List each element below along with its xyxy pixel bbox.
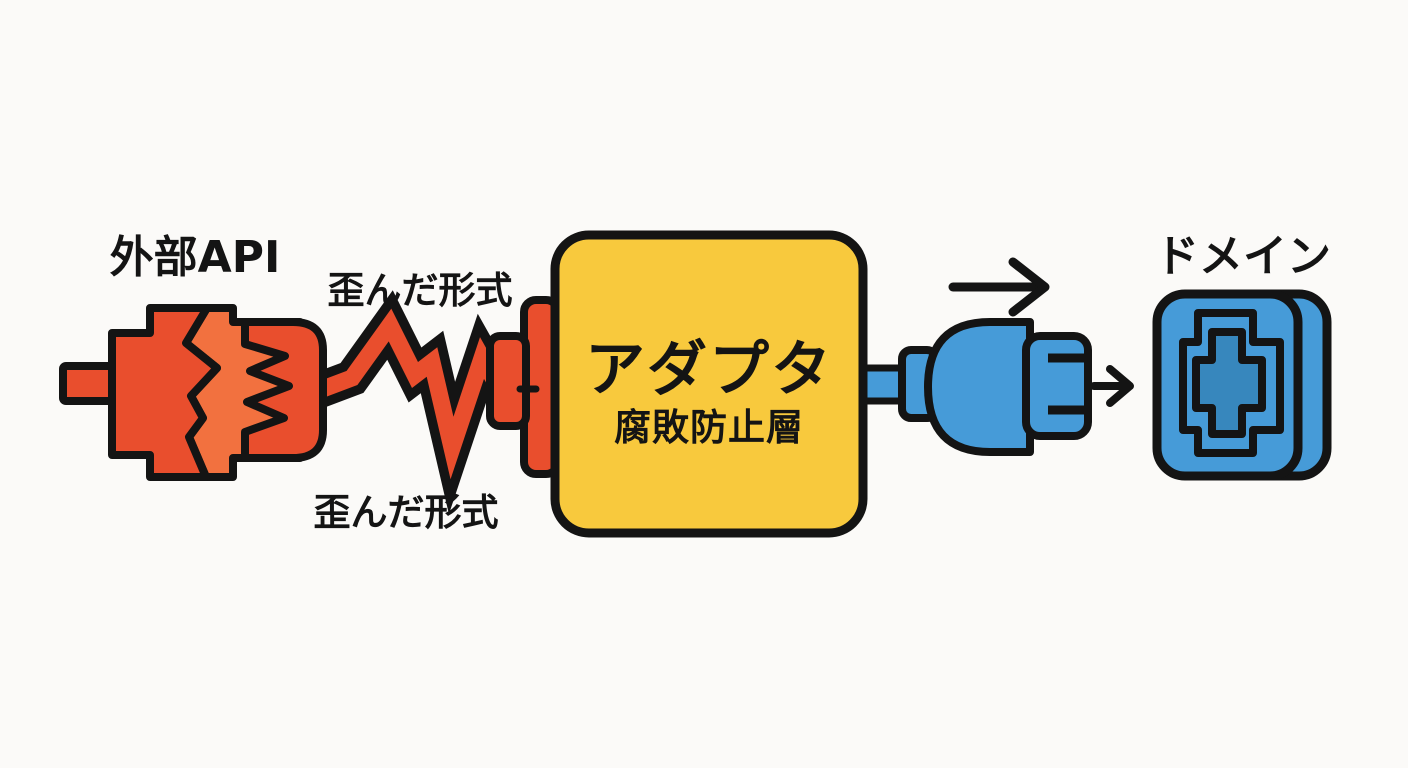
distorted-format-label-top: 歪んだ形式 <box>328 269 513 312</box>
clean-plug-icon <box>898 318 1092 456</box>
right-arrow-icon <box>948 257 1050 317</box>
adapter-subtitle: 腐敗防止層 <box>614 406 804 449</box>
clean-plug-head <box>1022 332 1092 440</box>
broken-plug-body-left <box>108 304 221 481</box>
small-right-arrow-icon <box>1090 365 1134 407</box>
distorted-format-label-bottom: 歪んだ形式 <box>314 491 499 534</box>
adapter-box-rect <box>550 230 868 538</box>
adapter-inlet-connector-icon <box>486 296 562 478</box>
small-arrow-head <box>1106 365 1134 407</box>
adapter-box: アダプタ 腐敗防止層 <box>550 230 868 538</box>
broken-plug-body-right <box>241 318 327 462</box>
domain-label: ドメイン <box>1155 231 1331 282</box>
domain-socket-core <box>1192 328 1266 438</box>
adapter-title: アダプタ <box>585 335 833 405</box>
domain-socket-icon <box>1152 289 1332 481</box>
domain-socket-outline <box>1179 309 1284 457</box>
inlet-connector-small <box>486 332 530 430</box>
broken-plug-icon <box>59 304 327 481</box>
zigzag-core <box>317 308 508 480</box>
distorted-signal-zigzag-icon <box>313 290 516 515</box>
external-api-label: 外部API <box>110 232 281 283</box>
clean-plug-body <box>924 318 1034 456</box>
right-arrow-head <box>1008 257 1050 317</box>
